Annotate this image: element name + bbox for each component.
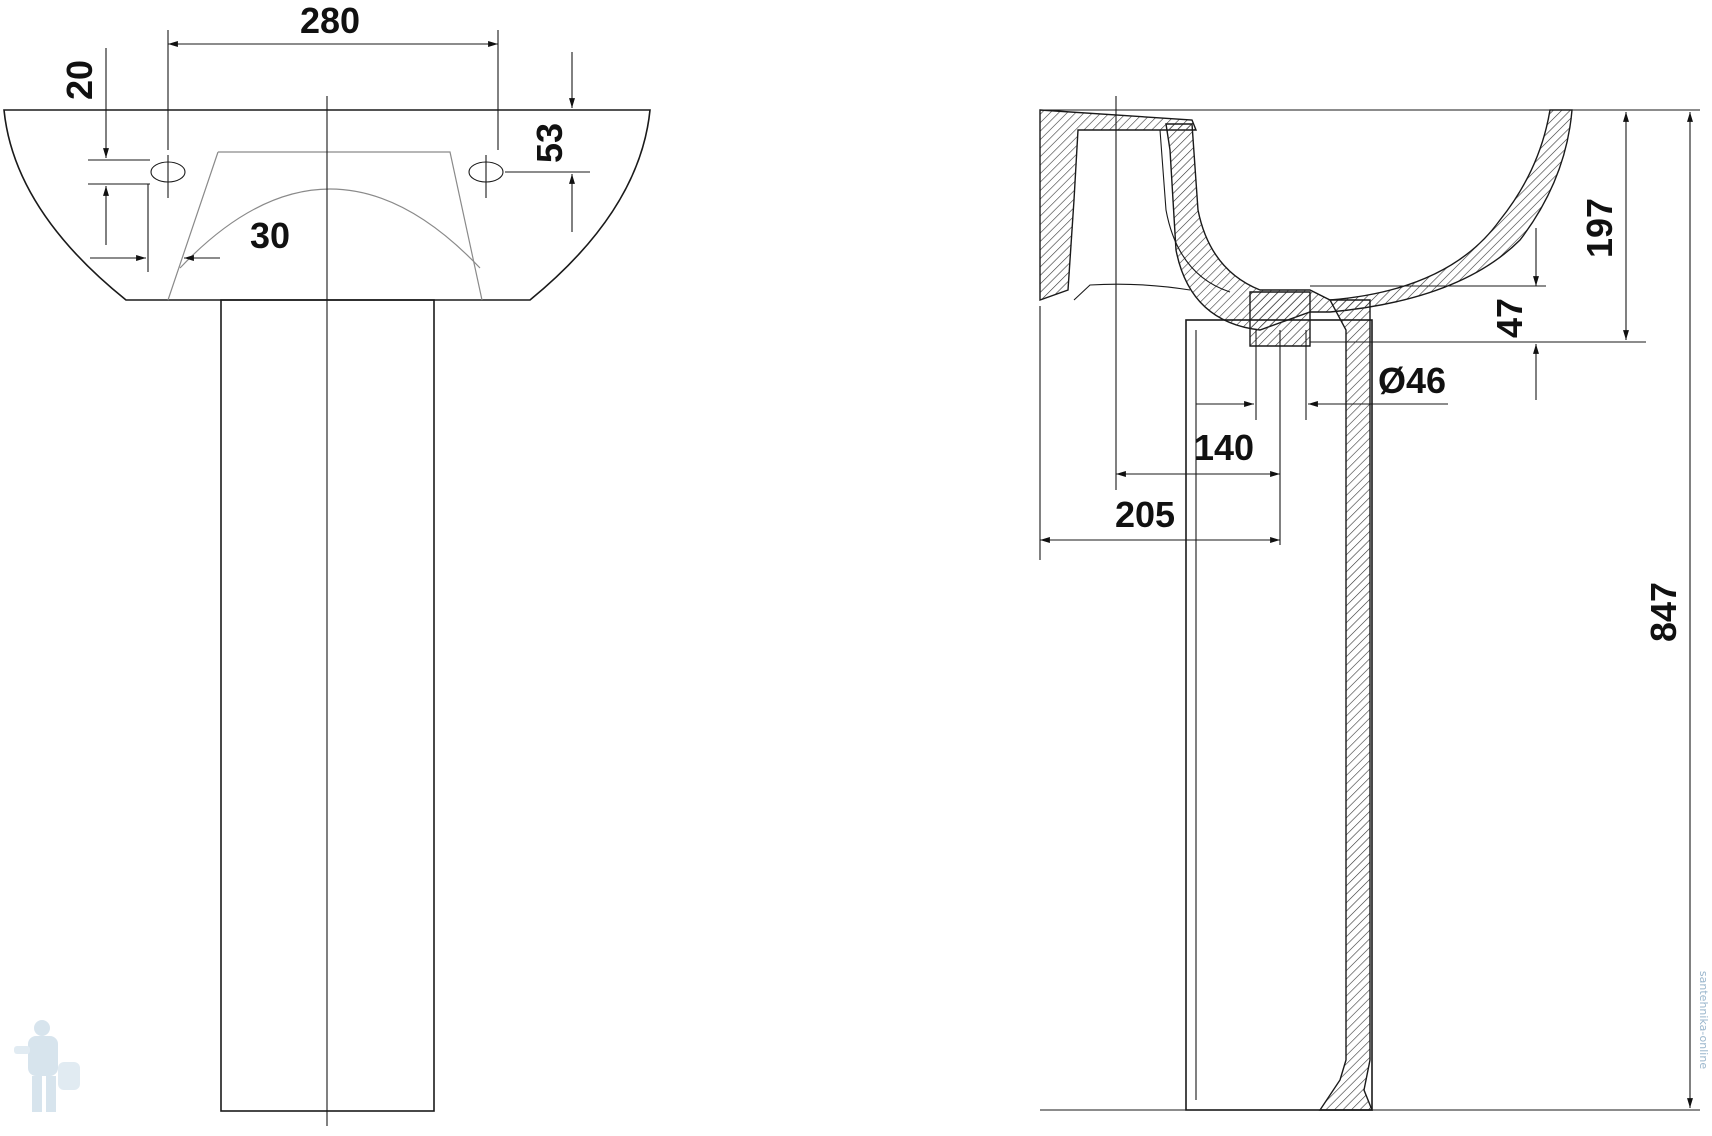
dim-30-label: 30 xyxy=(250,215,290,256)
side-view: Ø46 140 205 47 197 847 xyxy=(1039,96,1700,1111)
dim-20-label: 20 xyxy=(59,60,100,100)
watermark-site-text: santehnika-online xyxy=(1697,971,1710,1069)
front-basin-outline xyxy=(3,109,651,301)
front-bowl-arc xyxy=(179,188,481,269)
dim-53-label: 53 xyxy=(529,123,570,163)
dim-280-label: 280 xyxy=(300,0,360,41)
dim-205-label: 205 xyxy=(1115,494,1175,535)
plumber-mascot-icon xyxy=(14,1020,80,1112)
front-view: 280 20 30 53 xyxy=(3,0,651,1126)
side-pedestal xyxy=(1318,299,1374,1111)
dim-47-label: 47 xyxy=(1489,298,1530,338)
front-bowl-inner xyxy=(167,151,483,301)
dim-140-label: 140 xyxy=(1194,427,1254,468)
side-bowl-section xyxy=(1165,109,1573,331)
dim-847-label: 847 xyxy=(1643,582,1684,642)
side-drain-section xyxy=(1249,291,1311,347)
dim-diameter-46-label: Ø46 xyxy=(1378,360,1446,401)
dim-197-label: 197 xyxy=(1579,198,1620,258)
